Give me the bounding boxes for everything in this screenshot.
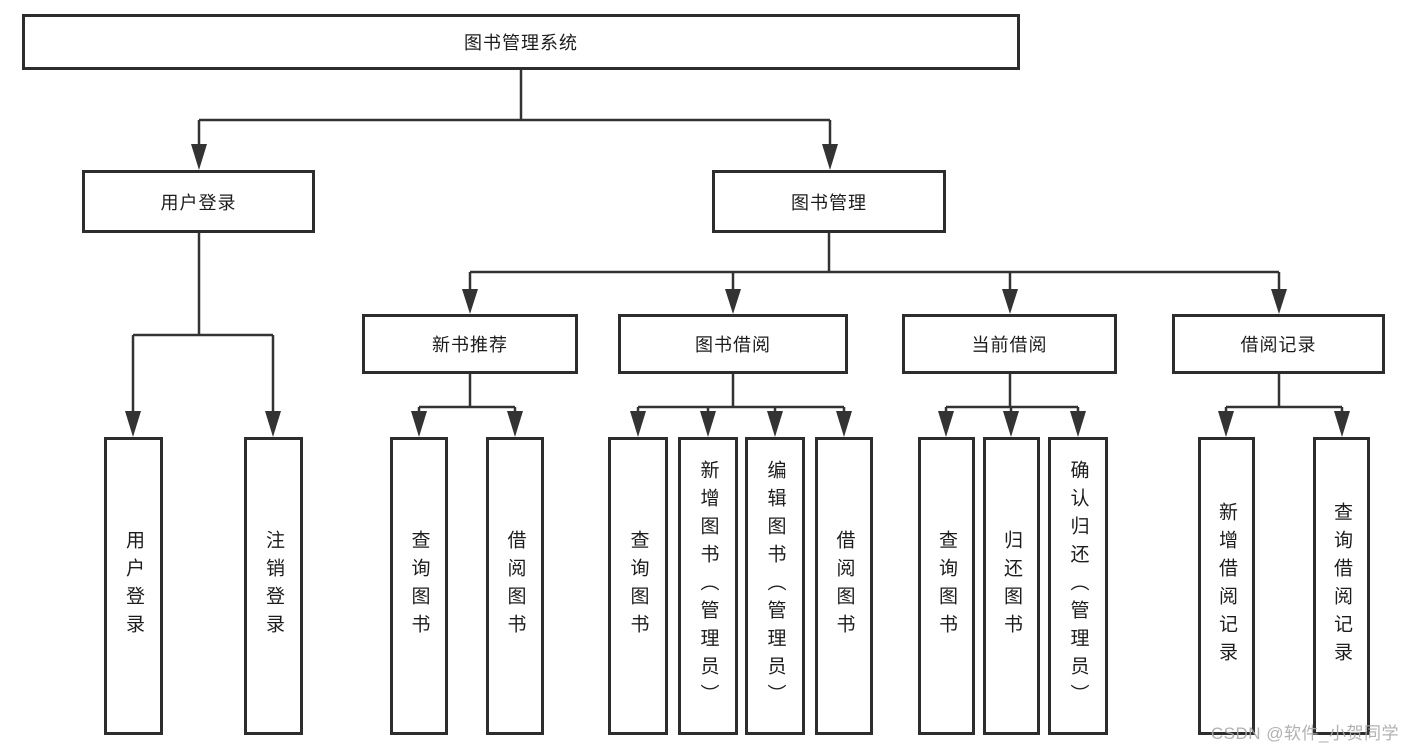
node-label: 查询图书 bbox=[627, 530, 649, 642]
node-label: 用户登录 bbox=[123, 530, 144, 642]
node-label: 用户登录 bbox=[160, 192, 237, 213]
csdn-watermark: CSDN @软件_小贺同学 bbox=[1210, 724, 1399, 743]
node-book-borrowing: 图书借阅 bbox=[618, 314, 848, 374]
node-library-management-system: 图书管理系统 bbox=[22, 14, 1020, 70]
node-book-management: 图书管理 bbox=[712, 170, 946, 233]
leaf-confirm-return-admin: 确认归还（管理员） bbox=[1048, 437, 1108, 735]
leaf-user-login: 用户登录 bbox=[104, 437, 163, 735]
node-label: 借阅图书 bbox=[504, 530, 526, 642]
node-label: 借阅记录 bbox=[1240, 335, 1317, 355]
node-borrowing-records: 借阅记录 bbox=[1172, 314, 1385, 374]
leaf-borrow-books-borrowing: 借阅图书 bbox=[815, 437, 873, 735]
leaf-borrow-books-recommend: 借阅图书 bbox=[486, 437, 544, 735]
node-label: 图书管理 bbox=[791, 192, 867, 213]
leaf-add-books-admin: 新增图书（管理员） bbox=[678, 437, 738, 735]
node-label: 查询图书 bbox=[408, 530, 430, 642]
leaf-add-borrow-record: 新增借阅记录 bbox=[1198, 437, 1255, 735]
node-label: 查询借阅记录 bbox=[1331, 502, 1352, 670]
leaf-return-books: 归还图书 bbox=[983, 437, 1040, 735]
leaf-query-books-recommend: 查询图书 bbox=[390, 437, 448, 735]
node-new-book-recommendation: 新书推荐 bbox=[362, 314, 578, 374]
node-label: 确认归还（管理员） bbox=[1067, 460, 1089, 712]
node-label: 注销登录 bbox=[263, 530, 284, 642]
node-label: 图书管理系统 bbox=[464, 33, 578, 53]
leaf-query-books-current: 查询图书 bbox=[918, 437, 975, 735]
node-current-borrowing: 当前借阅 bbox=[902, 314, 1117, 374]
node-label: 查询图书 bbox=[936, 530, 957, 642]
node-label: 借阅图书 bbox=[833, 530, 855, 642]
leaf-query-books-borrowing: 查询图书 bbox=[608, 437, 668, 735]
node-label: 图书借阅 bbox=[695, 335, 771, 355]
node-label: 编辑图书（管理员） bbox=[764, 460, 786, 712]
node-label: 新增借阅记录 bbox=[1216, 502, 1237, 670]
leaf-query-borrow-record: 查询借阅记录 bbox=[1313, 437, 1370, 735]
node-user-login: 用户登录 bbox=[82, 170, 315, 233]
node-label: 归还图书 bbox=[1001, 530, 1022, 642]
node-label: 新书推荐 bbox=[432, 335, 508, 355]
leaf-edit-books-admin: 编辑图书（管理员） bbox=[745, 437, 805, 735]
node-label: 新增图书（管理员） bbox=[697, 460, 719, 712]
leaf-logout: 注销登录 bbox=[244, 437, 303, 735]
node-label: 当前借阅 bbox=[971, 335, 1048, 355]
